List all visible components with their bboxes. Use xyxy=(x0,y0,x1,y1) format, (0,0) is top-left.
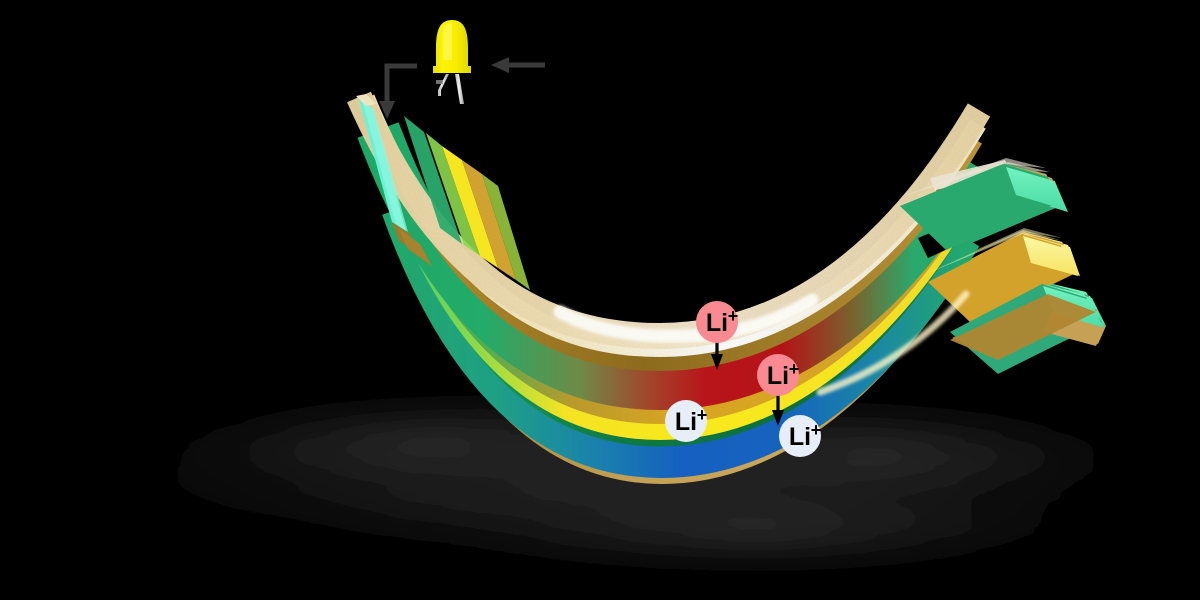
electrolyte-sheen xyxy=(816,290,970,396)
ion-label: Li xyxy=(767,362,789,390)
ion-charge: + xyxy=(811,420,822,440)
left-end-collector-sliver xyxy=(398,228,432,266)
electrolyte-tab-strip-front xyxy=(926,230,1078,324)
ion-charge: + xyxy=(697,405,708,425)
lithium-ion-group: Li + Li + Li + Li + xyxy=(665,301,821,457)
ion-charge: + xyxy=(789,359,800,379)
cathode-tab-strip-front xyxy=(898,158,1066,250)
circuit-group xyxy=(379,20,545,119)
arrow-in-right-icon xyxy=(491,57,545,73)
anode-layer xyxy=(382,201,980,479)
lithium-ion: Li + xyxy=(779,415,821,457)
ion-migration-arrows xyxy=(711,342,784,426)
lithium-ion: Li + xyxy=(696,301,738,343)
left-end-layer-stripes xyxy=(404,116,530,290)
lithium-ion: Li + xyxy=(665,400,707,442)
bent-flexible-battery xyxy=(347,91,1106,485)
arrow-out-left-icon xyxy=(379,63,417,119)
ion-charge: + xyxy=(728,306,739,326)
anode-tab-strip-front xyxy=(950,284,1104,374)
lithium-ion: Li + xyxy=(757,354,799,396)
cathode-layer xyxy=(357,122,992,411)
ion-label: Li xyxy=(789,423,811,451)
yellow-led xyxy=(433,20,471,73)
ion-label: Li xyxy=(675,408,697,436)
ion-label: Li xyxy=(706,309,728,337)
led-leads xyxy=(436,74,464,104)
